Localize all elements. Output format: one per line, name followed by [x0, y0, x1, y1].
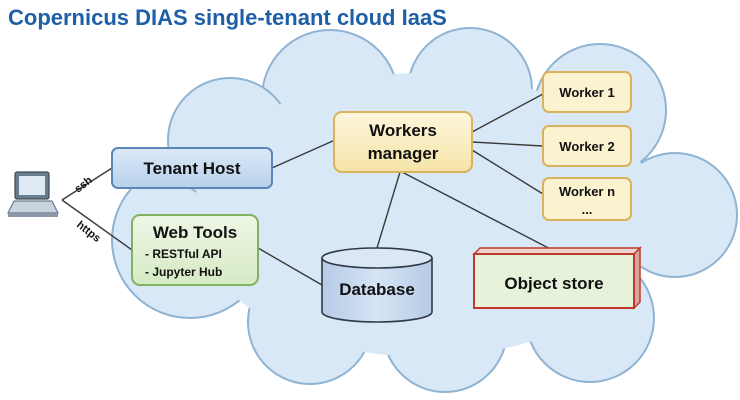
database-label: Database	[339, 280, 415, 299]
ssh-label: ssh	[72, 174, 95, 195]
edge-manager-database	[376, 171, 401, 249]
edge-manager-workern	[471, 149, 544, 195]
worker-n-label: Worker n	[559, 184, 615, 199]
connectors	[61, 93, 561, 286]
object-store-label: Object store	[504, 274, 603, 293]
edge-webtools-database	[257, 247, 323, 286]
database-cylinder[interactable]: Database	[321, 247, 433, 323]
tenant-host-box[interactable]: Tenant Host	[111, 147, 273, 189]
cloud-background	[111, 27, 738, 393]
edge-manager-worker1	[471, 93, 544, 133]
object-store-box[interactable]: Object store	[472, 246, 642, 310]
tenant-host-label: Tenant Host	[144, 159, 241, 178]
edge-manager-objectstore	[401, 171, 561, 255]
web-tools-title: Web Tools	[153, 223, 237, 242]
laptop-icon	[7, 171, 59, 217]
https-label: https	[74, 219, 103, 245]
https-edge	[61, 199, 133, 251]
workers-manager-box[interactable]: Workers manager	[333, 111, 473, 173]
worker-1-box[interactable]: Worker 1	[542, 71, 632, 113]
web-tools-box[interactable]: Web Tools - RESTful API - Jupyter Hub	[131, 214, 259, 286]
worker-2-label: Worker 2	[559, 139, 614, 154]
worker-n-ellipsis: ...	[582, 202, 593, 217]
edge-tenant-manager	[271, 139, 336, 169]
web-tools-item-jupyter: - Jupyter Hub	[145, 265, 222, 279]
web-tools-item-restful: - RESTful API	[145, 247, 222, 261]
page-title: Copernicus DIAS single-tenant cloud IaaS	[8, 5, 447, 30]
workers-manager-label-line1: Workers	[369, 121, 437, 140]
worker-n-box[interactable]: Worker n ...	[542, 177, 632, 221]
edge-manager-worker2	[471, 141, 544, 147]
workers-manager-label-line2: manager	[368, 144, 439, 163]
worker-2-box[interactable]: Worker 2	[542, 125, 632, 167]
ssh-edge	[61, 167, 113, 201]
worker-1-label: Worker 1	[559, 85, 614, 100]
